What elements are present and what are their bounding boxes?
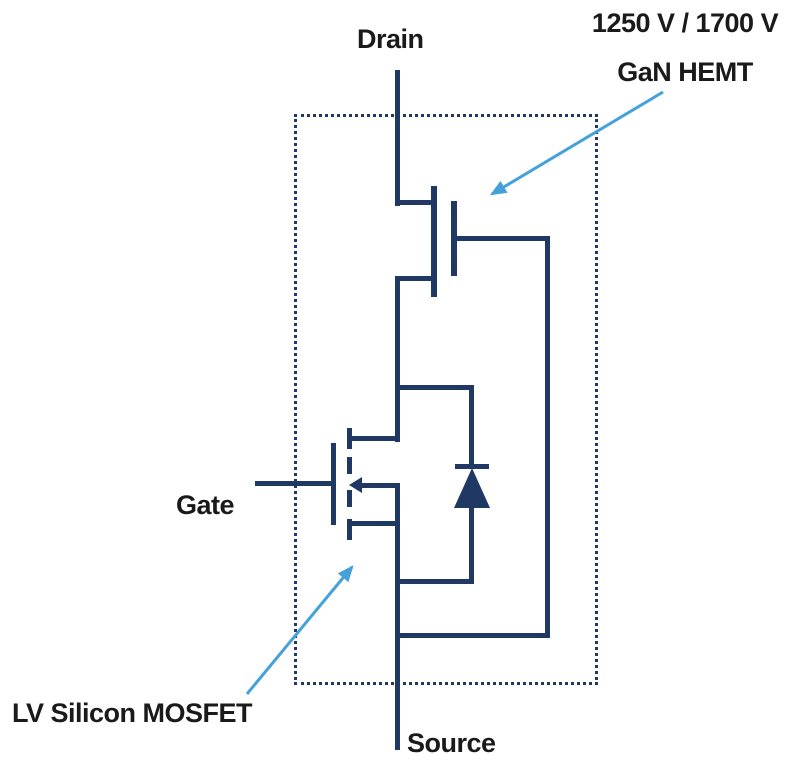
diode-branch-wire-bottom xyxy=(397,579,474,584)
hemt-channel-bar xyxy=(431,186,437,297)
hemt-source-to-mosfet-drain-wire xyxy=(395,276,400,442)
drain-label: Drain xyxy=(357,24,424,54)
diode-anode-wire xyxy=(469,505,474,584)
source-lead-wire xyxy=(395,483,400,750)
hemt-gate-bar xyxy=(451,201,457,276)
mosfet-drain-wire xyxy=(349,436,399,441)
mosfet-source-wire xyxy=(349,521,399,526)
mosfet-source-stub xyxy=(347,519,352,540)
mosfet-channel-dash-bottom xyxy=(347,490,352,507)
source-label: Source xyxy=(407,728,496,758)
package-boundary xyxy=(294,114,598,685)
hemt-name-label: GaN HEMT xyxy=(617,57,753,87)
hemt-gate-wire xyxy=(457,236,548,241)
diode-branch-wire-top xyxy=(397,385,474,390)
mosfet-gate-wire xyxy=(255,481,335,486)
mosfet-channel-dash-top xyxy=(347,457,352,474)
mosfet-name-label: LV Silicon MOSFET xyxy=(12,698,253,728)
hemt-rating-label: 1250 V / 1700 V xyxy=(591,8,779,38)
mosfet-body-wire xyxy=(360,483,398,488)
hemt-source-wire xyxy=(395,276,436,281)
mosfet-body-arrow-icon xyxy=(349,477,362,493)
drain-lead-wire xyxy=(395,70,400,206)
diode-cathode-wire xyxy=(469,385,474,469)
diode-cathode-bar xyxy=(455,464,489,469)
mosfet-gate-bar xyxy=(331,443,336,525)
hemt-gate-return-wire-horizontal xyxy=(395,633,550,638)
hemt-gate-return-wire-vertical xyxy=(545,236,550,638)
diode-anode-triangle xyxy=(454,468,490,508)
hemt-drain-wire xyxy=(395,200,436,205)
gate-label: Gate xyxy=(176,490,235,520)
